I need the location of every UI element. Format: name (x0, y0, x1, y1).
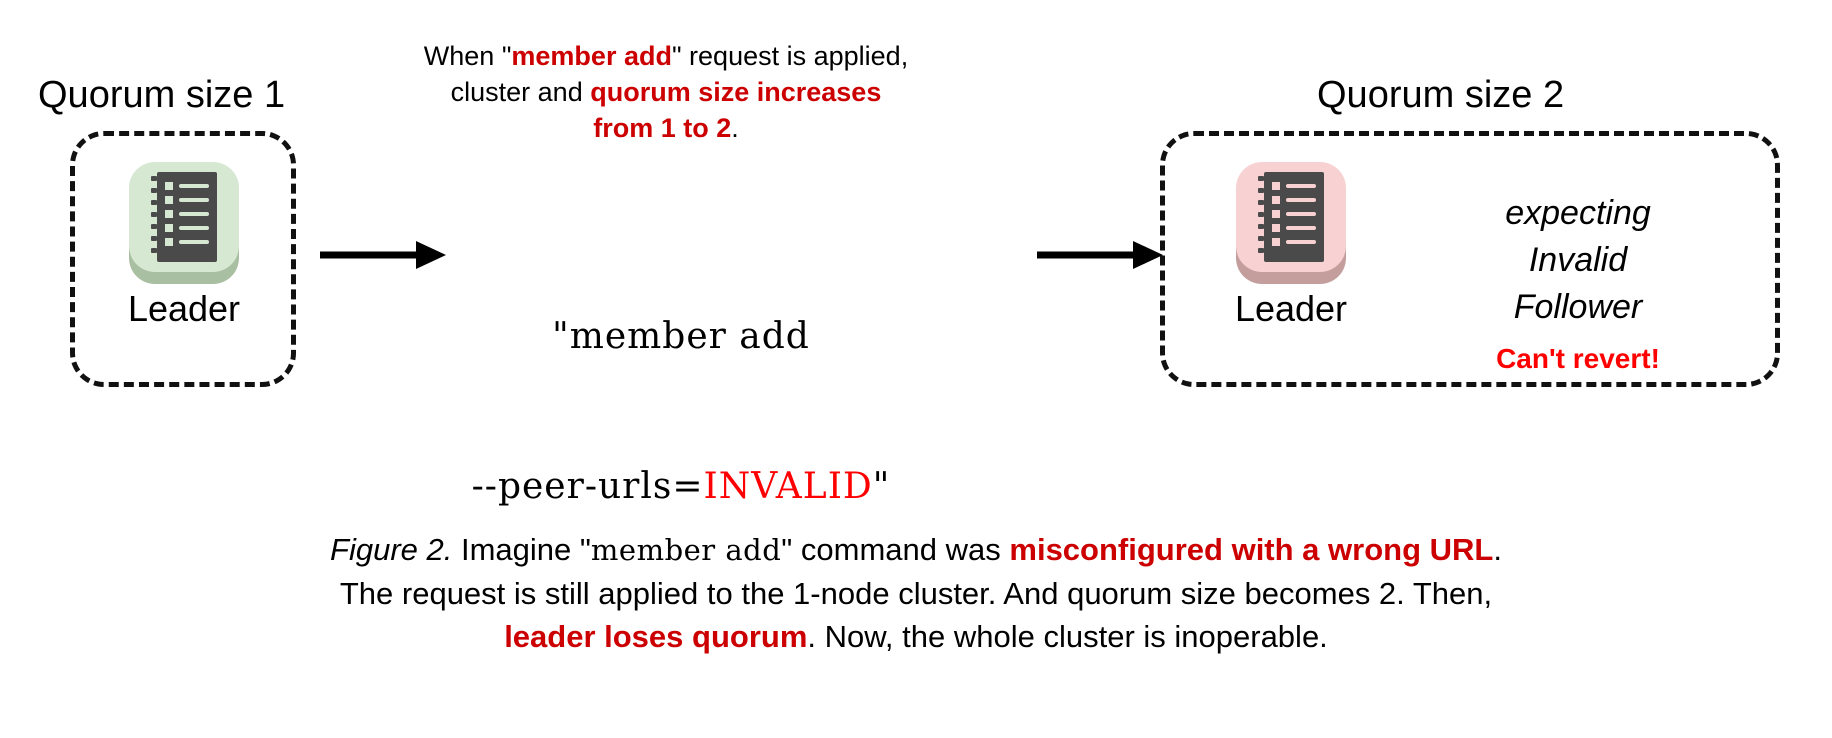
icon-face (1236, 162, 1346, 272)
status-badge-cant-revert: Can't revert! (1496, 343, 1660, 374)
right-cluster-status: expecting Invalid Follower Can't revert! (1448, 190, 1708, 375)
caption-t1: Imagine " (452, 532, 591, 567)
caption-t3: . (1493, 532, 1502, 567)
annotation-l3-suffix: . (731, 113, 739, 143)
caption-t5: . Now, the whole cluster is inoperable. (807, 619, 1328, 654)
caption-line-2: The request is still applied to the 1-no… (339, 576, 1493, 611)
server-list-icon (1232, 158, 1350, 286)
status-line-3: Follower (1513, 288, 1643, 326)
annotation-l1-highlight: member add (511, 41, 672, 71)
figure-caption: Figure 2. Imagine "member add" command w… (0, 528, 1832, 658)
command-line-1: "member add (552, 316, 810, 357)
annotation-l3-highlight: from 1 to 2 (593, 113, 732, 143)
annotation-line-2: cluster and quorum size increases (366, 74, 966, 110)
annotation-line-1: When "member add" request is applied, (366, 38, 966, 74)
server-list-icon (125, 158, 243, 286)
status-line-2: Invalid (1528, 241, 1628, 279)
caption-line-1: Figure 2. Imagine "member add" command w… (0, 528, 1832, 572)
command-l2-prefix: --peer-urls= (471, 466, 704, 507)
left-cluster-box (70, 131, 296, 387)
caption-line-3: leader loses quorum. Now, the whole clus… (0, 615, 1832, 658)
caption-highlight-1: misconfigured with a wrong URL (1009, 532, 1494, 567)
server-list-glyph (151, 172, 217, 262)
command-l2-suffix: " (872, 466, 891, 507)
caption-mono-command: member add (590, 533, 782, 567)
command-line-2: --peer-urls=INVALID" (466, 462, 896, 512)
left-cluster-title: Quorum size 1 (38, 74, 286, 116)
left-arrow-icon (318, 235, 448, 275)
right-node-label: Leader (1234, 288, 1348, 329)
left-cluster-node: Leader (125, 158, 243, 330)
annotation-l1-suffix: " request is applied, (671, 41, 909, 71)
command-text: "member add --peer-urls=INVALID" (466, 212, 896, 612)
right-arrow-icon (1035, 235, 1165, 275)
annotation-text: When "member add" request is applied, cl… (366, 38, 966, 146)
caption-t2: " command was (781, 532, 1010, 567)
command-l2-invalid: INVALID (703, 466, 873, 507)
caption-figure-label: Figure 2. (330, 532, 453, 567)
annotation-l1-prefix: When " (423, 41, 512, 71)
icon-face (129, 162, 239, 272)
status-line-1: expecting (1505, 194, 1651, 232)
left-node-label: Leader (127, 288, 241, 329)
annotation-l2-prefix: cluster and (450, 77, 591, 107)
right-cluster-title: Quorum size 2 (1317, 74, 1565, 116)
caption-highlight-2: leader loses quorum (504, 619, 808, 654)
right-cluster-node: Leader (1232, 158, 1350, 330)
server-list-glyph (1258, 172, 1324, 262)
annotation-l2-highlight: quorum size increases (590, 77, 882, 107)
right-cluster-box (1160, 131, 1780, 387)
annotation-line-3: from 1 to 2. (366, 110, 966, 146)
